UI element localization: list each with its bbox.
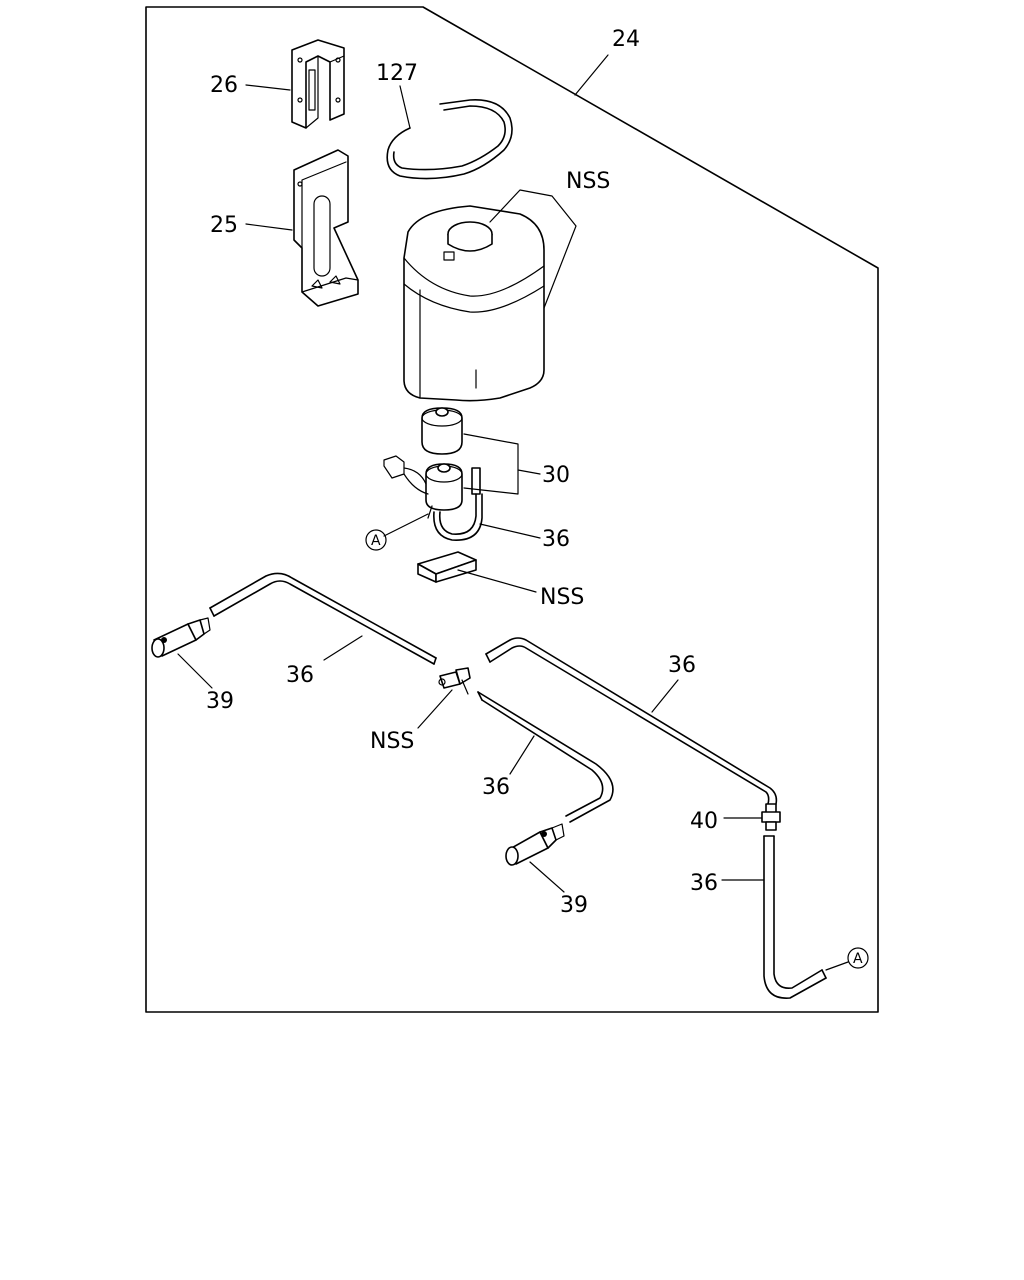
label-36-vertical: 36 — [690, 871, 718, 896]
label-30: 30 — [542, 463, 570, 488]
washer-tank — [403, 205, 545, 402]
label-25: 25 — [210, 213, 238, 238]
leader-39-mid — [529, 861, 565, 893]
check-valve-40 — [761, 803, 781, 831]
leader-36-right — [651, 679, 679, 713]
leader-30-tick — [517, 469, 541, 475]
nozzle-mid — [505, 823, 565, 866]
leader-24 — [574, 54, 609, 96]
leader-30 — [463, 433, 519, 495]
leader-36-pump — [479, 523, 541, 539]
leader-36-left — [323, 635, 363, 661]
leader-a-lower — [825, 961, 849, 971]
label-40: 40 — [690, 809, 718, 834]
leader-26 — [245, 84, 291, 91]
label-26: 26 — [210, 73, 238, 98]
leader-pad-nss — [457, 569, 537, 593]
hose-pump-outer — [433, 493, 483, 541]
label-39-mid: 39 — [560, 893, 588, 918]
hose-right — [485, 637, 778, 805]
label-127: 127 — [376, 61, 418, 86]
hose-mid — [477, 691, 614, 823]
label-36-right: 36 — [668, 653, 696, 678]
bracket-26 — [291, 39, 345, 129]
label-36-mid: 36 — [482, 775, 510, 800]
ref-a-upper: A — [371, 533, 381, 549]
hose-left — [209, 572, 437, 665]
leader-36-mid — [509, 735, 535, 775]
pump-30 — [383, 407, 481, 519]
leader-a-upper — [383, 513, 429, 537]
label-36-left: 36 — [286, 663, 314, 688]
ref-a-upper-circle — [365, 529, 387, 551]
label-36-pump: 36 — [542, 527, 570, 552]
label-pad-nss: NSS — [540, 585, 584, 610]
bracket-25 — [293, 149, 359, 307]
label-connector-nss: NSS — [370, 729, 414, 754]
hose-vertical — [763, 835, 827, 999]
leader-connector-nss — [417, 689, 453, 729]
ref-a-lower-circle — [847, 947, 869, 969]
ref-a-lower: A — [853, 951, 863, 967]
nozzle-left — [151, 617, 211, 658]
label-tank-nss: NSS — [566, 169, 610, 194]
label-39-left: 39 — [206, 689, 234, 714]
leader-127 — [399, 85, 411, 129]
hose-pump — [438, 493, 477, 535]
foam-pad — [417, 551, 477, 583]
label-24: 24 — [612, 27, 640, 52]
leader-25 — [245, 223, 293, 231]
leader-39-left — [177, 653, 213, 689]
t-connector — [438, 667, 471, 695]
strap-127 — [386, 99, 513, 180]
assembly-frame — [145, 6, 879, 1013]
leader-tank-nss — [489, 189, 577, 309]
